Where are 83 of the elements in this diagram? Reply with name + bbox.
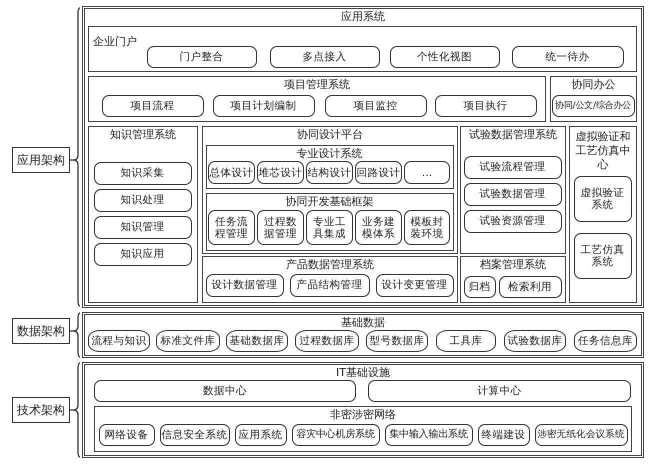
module-box: 型号数据库: [366, 330, 428, 352]
module-box: 计算中心: [368, 380, 631, 402]
module-box: 知识管理: [94, 216, 192, 238]
panel-title: 档案管理系统: [479, 258, 547, 271]
system-panel: [206, 192, 454, 250]
module-box: 个性化视图: [390, 46, 500, 68]
module-box: 任务流程管理: [208, 210, 255, 245]
layer-panel: [82, 362, 644, 458]
system-panel: [460, 126, 566, 254]
module-box: 门户整合: [146, 46, 256, 68]
layer-panel: [82, 6, 644, 308]
panel-title: 知识管理系统: [109, 128, 177, 141]
panel-title: 试验数据管理系统: [468, 128, 558, 141]
module-box: 容灾中心机房系统: [292, 424, 380, 446]
panel-title: IT基础设施: [335, 366, 391, 379]
system-panel: [202, 256, 458, 303]
module-box: 过程数据库: [295, 330, 359, 352]
module-box: 知识处理: [94, 188, 192, 212]
system-panel: [88, 76, 546, 122]
module-box: 设计变更管理: [376, 274, 454, 296]
layer-label: 技术架构: [12, 397, 70, 423]
module-box: 集中输入输出系统: [384, 424, 472, 446]
module-box: 应用系统: [234, 424, 286, 446]
module-box: 设计数据管理: [206, 274, 284, 296]
panel-title: 基础数据: [340, 316, 386, 329]
module-box: 终端建设: [478, 424, 530, 446]
module-box: 总体设计: [208, 161, 255, 184]
module-box: 工具库: [436, 330, 496, 352]
module-box: 统一待办: [512, 46, 624, 68]
module-box: 检索利用: [498, 276, 562, 298]
system-panel: [88, 126, 198, 303]
panel-title: 虚拟验证和工艺仿真中心: [574, 130, 632, 172]
panel-title: 协同设计平台: [296, 128, 364, 141]
module-box: 模板封装环境: [404, 210, 450, 245]
module-box: 结构设计: [306, 161, 353, 184]
module-box: 工艺仿真系统: [574, 232, 632, 278]
module-box: 多点接入: [270, 46, 380, 68]
layer-panel: [82, 312, 644, 358]
module-box: 基础数据库: [226, 330, 288, 352]
module-box: 标准文件库: [156, 330, 220, 352]
module-box: 堆芯设计: [257, 161, 304, 184]
module-box: 专业工具集成: [306, 210, 353, 245]
panel-title: 应用系统: [340, 10, 386, 23]
module-box: 试验流程管理: [464, 156, 562, 178]
layer-label: 应用架构: [12, 147, 70, 173]
module-box: 试验数据管理: [464, 182, 562, 206]
panel-title: 协同开发基础框架: [284, 194, 374, 208]
layer-label: 数据架构: [12, 318, 70, 344]
module-box: 知识采集: [94, 162, 192, 184]
module-box: 归档: [464, 276, 496, 298]
module-box: 试验资源管理: [464, 210, 562, 232]
panel-title: 企业门户: [93, 35, 137, 48]
module-box: 虚拟验证系统: [574, 176, 632, 222]
system-panel: [206, 144, 454, 188]
module-box: 产品结构管理: [290, 274, 370, 296]
module-box: 网络设备: [98, 424, 154, 446]
module-box: 协同/公文/综合办公: [552, 94, 634, 116]
module-box: 流程与知识: [88, 330, 150, 352]
module-box: 项目监控: [324, 94, 426, 116]
system-panel: [88, 26, 637, 72]
module-box: 项目执行: [434, 94, 536, 116]
panel-title: 非密涉密网络: [329, 408, 397, 421]
module-box: 数据中心: [94, 380, 356, 402]
module-box: 项目流程: [102, 94, 204, 116]
module-box: 回路设计: [355, 161, 402, 184]
module-box: …: [404, 161, 450, 184]
module-box: 业务建模体系: [355, 210, 402, 245]
system-panel: [202, 126, 458, 254]
panel-title: 协同办公: [570, 78, 616, 91]
system-panel: [460, 256, 566, 303]
system-panel: [569, 126, 637, 303]
panel-title: 产品数据管理系统: [285, 258, 375, 271]
module-box: 任务信息库: [574, 330, 637, 352]
module-box: 试验数据库: [504, 330, 566, 352]
module-box: 涉密无纸化会议系统: [534, 424, 628, 446]
module-box: 信息安全系统: [160, 424, 230, 446]
system-panel: [94, 406, 632, 452]
module-box: 项目计划编制: [212, 94, 314, 116]
system-panel: [550, 76, 637, 122]
module-box: 知识应用: [94, 242, 192, 266]
panel-title: 专业设计系统: [296, 146, 364, 160]
module-box: 过程数据管理: [257, 210, 304, 245]
panel-title: 项目管理系统: [283, 78, 351, 91]
